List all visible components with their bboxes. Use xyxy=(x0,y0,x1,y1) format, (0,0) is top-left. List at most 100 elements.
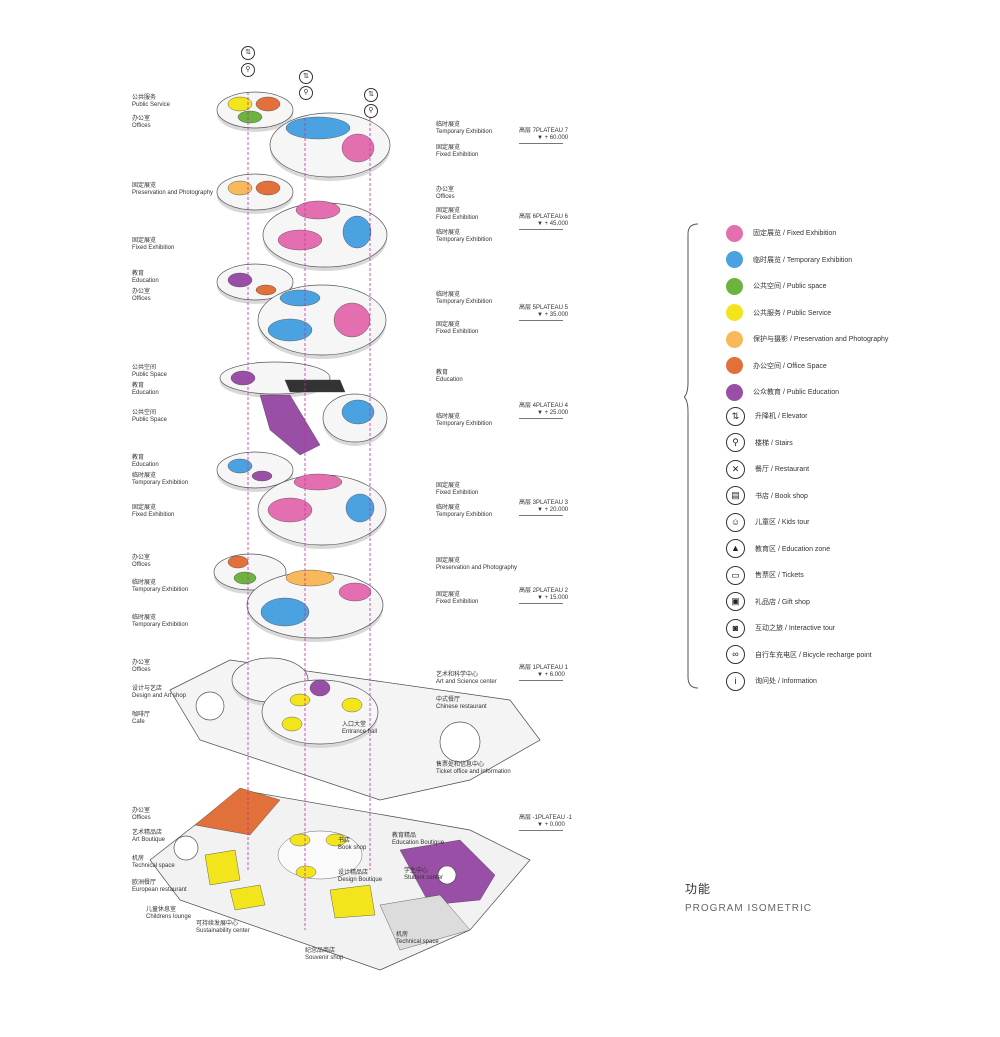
label-english: Education Boutique xyxy=(392,840,445,846)
label-english: Education xyxy=(132,278,159,284)
legend-color-swatch xyxy=(726,224,743,242)
level-marker: 高层 4PLATEAU 4▼ + 25.000 xyxy=(519,403,568,419)
label-chinese: 固定展览 xyxy=(132,183,157,189)
level2-preservation-zone xyxy=(285,569,335,587)
level-english: PLATEAU 3 xyxy=(536,500,568,506)
legend-icon-text: 餐厅 / Restaurant xyxy=(755,466,810,473)
level-chinese: 高层 6 xyxy=(519,214,537,220)
legend-color-swatch xyxy=(726,383,743,401)
level4-temporary-zone xyxy=(341,399,375,425)
interactive-icon: ◙ xyxy=(726,618,745,638)
stairs-icon: ⚲ xyxy=(364,104,378,118)
level-elevation-value: + 20.000 xyxy=(544,507,569,513)
level-elevation: ▼ + 6.000 xyxy=(537,672,565,678)
label-chinese: 咖啡厅 xyxy=(132,712,151,718)
information-icon: i xyxy=(726,671,745,691)
level-elevation: ▼ + 25.000 xyxy=(537,410,569,416)
label-chinese: 教育 xyxy=(132,271,145,277)
legend-color-text: 公共空间 / Public space xyxy=(753,283,827,290)
label-chinese: 公共空间 xyxy=(132,365,157,371)
label-chinese: 欧洲餐厅 xyxy=(132,880,157,886)
level7-fixed-zone xyxy=(341,133,375,163)
label-english: Preservation and Photography xyxy=(132,190,214,196)
level-elevation-value: + 60.000 xyxy=(544,135,569,141)
label-english: Temporary Exhibition xyxy=(436,421,493,427)
level5-office-zone xyxy=(255,284,277,296)
level1-public-service-zone-b xyxy=(281,716,303,732)
legend-icon-text: 儿童区 / Kids tour xyxy=(755,519,810,526)
label-chinese: 固定展览 xyxy=(436,145,461,151)
label-chinese: 固定展览 xyxy=(436,322,461,328)
label-chinese: 办公室 xyxy=(132,808,151,814)
level-line xyxy=(519,515,563,516)
level1-public-service-zone-c xyxy=(341,697,363,713)
level1-round-court xyxy=(195,691,225,721)
label-chinese: 入口大堂 xyxy=(342,722,367,728)
label-chinese: 固定展览 xyxy=(436,208,461,214)
label-english: Fixed Exhibition xyxy=(436,152,479,158)
level-marker: 高层 6PLATEAU 6▼ + 45.000 xyxy=(519,214,568,230)
legend-icon-row: ▭售票区 / Tickets xyxy=(726,565,804,585)
label-chinese: 教育 xyxy=(132,455,145,461)
label-english: Offices xyxy=(132,815,151,821)
label-english: Temporary Exhibition xyxy=(436,237,493,243)
label-english: Technical space xyxy=(132,863,175,869)
level-chinese: 高层 2 xyxy=(519,588,537,594)
label-english: Temporary Exhibition xyxy=(132,622,189,628)
label-english: Chinese restaurant xyxy=(436,704,487,710)
legend-color-text: 公共服务 / Public Service xyxy=(753,309,832,317)
legend-icon-text: 升降机 / Elevator xyxy=(755,413,808,420)
legend-color-text: 保护与摄影 / Preservation and Photography xyxy=(753,336,889,343)
level-elevation-value: + 45.000 xyxy=(544,221,569,227)
level3-education-zone xyxy=(251,470,273,482)
label-chinese: 办公室 xyxy=(132,289,151,295)
label-chinese: 公共服务 xyxy=(132,95,157,101)
level-elevation: ▼ + 15.000 xyxy=(537,595,569,601)
label-english: Preservation and Photography xyxy=(436,565,518,571)
level6-fixed-zone-top xyxy=(295,200,341,220)
legend-color-row: 办公空间 / Office Space xyxy=(726,356,827,376)
legend-color-row: 固定展览 / Fixed Exhibition xyxy=(726,223,836,243)
level-elevation: ▼ + 20.000 xyxy=(537,507,569,513)
label-chinese: 机房 xyxy=(396,932,409,938)
legend-color-swatch xyxy=(726,251,743,268)
elevator-icon: ⇅ xyxy=(299,70,313,84)
label-chinese: 学生中心 xyxy=(404,868,429,874)
label-chinese: 临时展览 xyxy=(436,505,461,511)
legend-icon-row: ▤书店 / Book shop xyxy=(726,486,808,506)
label-english: Design and Art shop xyxy=(132,693,187,699)
label-english: European restaurant xyxy=(132,887,187,893)
label-english: Cafe xyxy=(132,719,145,725)
book-icon: ▤ xyxy=(726,486,745,505)
label-chinese: 教育 xyxy=(436,370,449,376)
level-line xyxy=(519,143,563,144)
label-english: Sustainability center xyxy=(196,928,250,934)
level-chinese: 高层 1 xyxy=(519,665,537,671)
basement-european-restaurant-zone xyxy=(229,884,266,911)
label-english: Temporary Exhibition xyxy=(436,299,493,305)
legend-color-swatch xyxy=(726,357,743,374)
label-chinese: 临时展览 xyxy=(436,414,461,420)
legend-icon-row: ⇅升降机 / Elevator xyxy=(726,406,808,426)
label-chinese: 固定展览 xyxy=(436,558,461,564)
label-chinese: 儿童休息室 xyxy=(146,907,177,913)
label-chinese: 临时展览 xyxy=(132,615,157,621)
legend-icon-text: 售票区 / Tickets xyxy=(755,572,804,579)
title-block: 功能 PROGRAM ISOMETRIC xyxy=(685,880,812,914)
legend-color-row: 临时展览 / Temporary Exhibition xyxy=(726,250,852,270)
